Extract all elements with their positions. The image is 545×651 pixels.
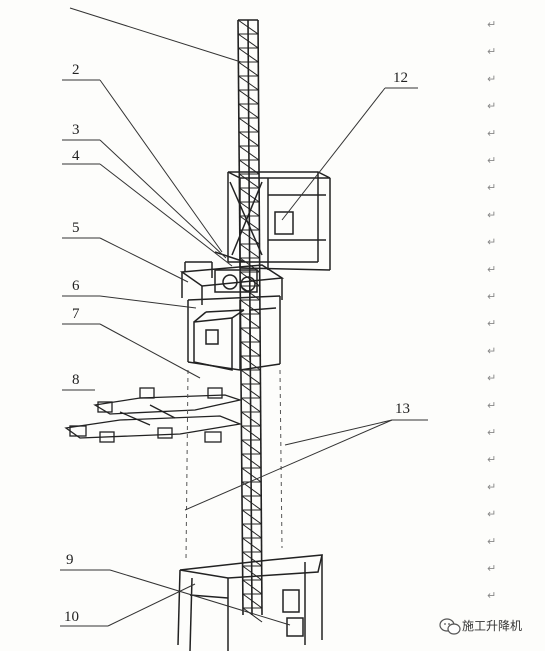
- watermark-text: 施工升降机: [462, 619, 522, 633]
- label-8: 8: [72, 372, 80, 388]
- mast-brace: [238, 103, 259, 119]
- cage-body: [187, 295, 281, 371]
- paragraph-mark: ↵: [487, 236, 496, 249]
- paragraph-mark: ↵: [487, 208, 496, 221]
- label-6: 6: [72, 278, 80, 294]
- mast-brace: [239, 201, 260, 217]
- mast-brace: [240, 369, 261, 385]
- landing-frame: [64, 387, 243, 443]
- mast-brace: [239, 173, 260, 189]
- paragraph-mark: ↵: [487, 562, 496, 575]
- paragraph-mark: ↵: [487, 453, 496, 466]
- paragraph-mark: ↵: [487, 372, 496, 385]
- paragraph-mark: ↵: [487, 100, 496, 113]
- paragraph-mark: ↵: [487, 344, 496, 357]
- paragraph-marks: ↵ ↵ ↵ ↵ ↵ ↵ ↵ ↵ ↵ ↵ ↵ ↵ ↵ ↵ ↵ ↵ ↵ ↵ ↵ ↵ ↵ ↵: [487, 18, 496, 602]
- wechat-icon: [439, 618, 461, 635]
- paragraph-mark: ↵: [487, 72, 496, 85]
- mast-brace: [239, 215, 260, 231]
- paragraph-mark: ↵: [487, 317, 496, 330]
- mast-brace: [238, 117, 260, 133]
- mast-brace: [240, 383, 261, 399]
- mast-brace: [241, 411, 262, 427]
- part-labels: 2 3 4 5 6 7 8 9 10 12 13: [64, 62, 410, 625]
- watermark: 施工升降机: [439, 618, 522, 635]
- leader-lines: [60, 7, 428, 627]
- mast-brace: [242, 607, 263, 623]
- paragraph-mark: ↵: [487, 480, 496, 493]
- paragraph-mark: ↵: [487, 45, 496, 58]
- mast-brace: [242, 579, 263, 595]
- label-9: 9: [66, 552, 74, 568]
- mast-brace: [237, 19, 259, 35]
- mast-brace: [241, 509, 262, 525]
- paragraph-mark: ↵: [487, 290, 496, 303]
- paragraph-mark: ↵: [487, 127, 496, 140]
- mast-brace: [241, 425, 262, 441]
- top-frame: [227, 171, 331, 271]
- mast-brace: [241, 495, 262, 511]
- paragraph-mark: ↵: [487, 18, 496, 31]
- label-5: 5: [72, 220, 80, 236]
- mast-brace: [238, 131, 260, 147]
- paragraph-mark: ↵: [487, 263, 496, 276]
- label-7: 7: [72, 306, 80, 322]
- mast-brace: [242, 565, 263, 581]
- mast-brace: [242, 551, 262, 567]
- paragraph-mark: ↵: [487, 154, 496, 167]
- mast-brace: [239, 243, 260, 259]
- mast-brace: [241, 453, 262, 469]
- paragraph-mark: ↵: [487, 181, 496, 194]
- label-13: 13: [395, 401, 410, 417]
- paragraph-mark: ↵: [487, 508, 496, 521]
- guide-lines: [185, 369, 283, 561]
- mast-brace: [242, 593, 263, 609]
- mast-brace: [240, 299, 261, 315]
- mast-brace: [237, 47, 259, 63]
- mast-brace: [242, 537, 262, 553]
- label-2: 2: [72, 62, 80, 78]
- paragraph-mark: ↵: [487, 426, 496, 439]
- paragraph-mark: ↵: [487, 535, 496, 548]
- label-10: 10: [64, 609, 79, 625]
- mast-brace: [238, 75, 259, 91]
- base-enclosure: [177, 554, 323, 651]
- mast-brace: [238, 61, 259, 77]
- mast-brace: [241, 467, 262, 483]
- label-12: 12: [393, 70, 408, 86]
- paragraph-mark: ↵: [487, 589, 496, 602]
- mast-brace: [238, 145, 260, 161]
- cage-top-platform: [179, 251, 285, 305]
- mast-brace: [241, 439, 262, 455]
- mast-brace: [239, 187, 260, 203]
- label-3: 3: [72, 122, 80, 138]
- paragraph-mark: ↵: [487, 399, 496, 412]
- mast-brace: [240, 397, 261, 413]
- mast-brace: [241, 523, 262, 539]
- mast-brace: [238, 89, 259, 105]
- label-4: 4: [72, 148, 80, 164]
- mast-brace: [237, 33, 259, 49]
